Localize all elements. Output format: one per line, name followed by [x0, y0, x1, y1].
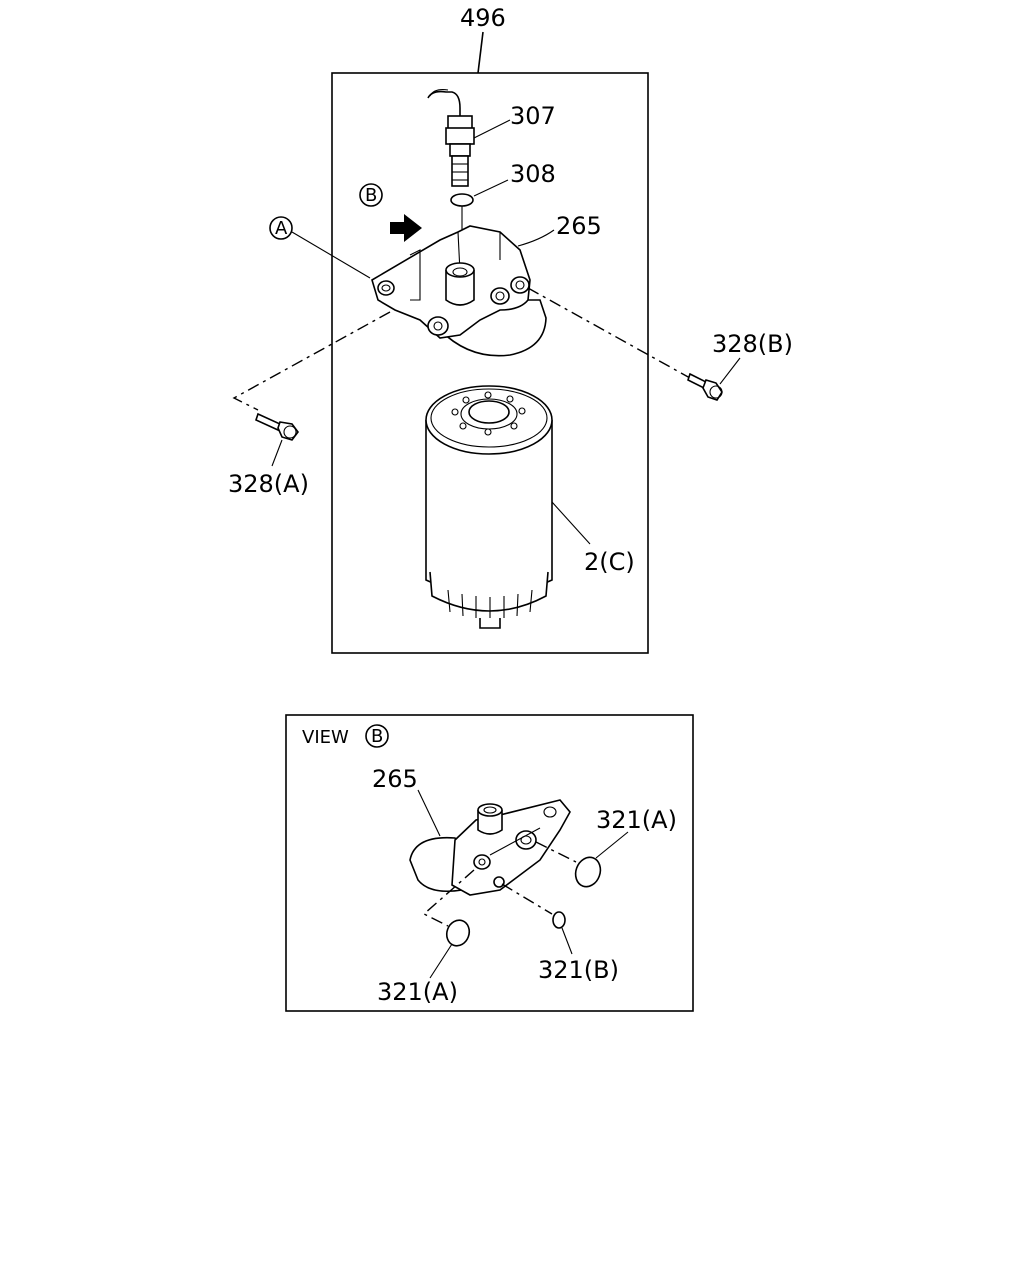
view-b-mark-circle	[365, 724, 389, 748]
view-label-321a-top: 321(A)	[596, 806, 677, 834]
filter-head-265	[371, 225, 547, 357]
view-direction-arrow-icon	[390, 214, 422, 242]
bolt-b-path	[527, 287, 691, 379]
bolt-328b	[687, 372, 723, 401]
assembly-frame	[331, 31, 649, 654]
oring-321a-top	[574, 856, 602, 888]
view-label-265: 265	[372, 765, 418, 793]
filter-element-2c	[425, 385, 553, 629]
label-328a: 328(A)	[228, 470, 309, 498]
leader-view-265	[417, 789, 441, 837]
view-b-marker: B	[359, 183, 422, 242]
leader-321a-top	[595, 831, 629, 859]
oring-321b	[552, 911, 566, 929]
leader-321a-bottom	[429, 943, 453, 979]
leader-328a	[271, 439, 283, 467]
view-label-321a-bottom: 321(A)	[377, 978, 458, 1006]
view-b-mark-letter: B	[371, 726, 383, 747]
view-b-head	[409, 799, 571, 896]
oring-321b-path	[501, 883, 553, 915]
bolt-328a	[255, 412, 299, 441]
mark-a-letter: A	[275, 218, 288, 239]
bolt-a-path	[232, 311, 391, 411]
label-328b: 328(B)	[712, 330, 793, 358]
oring-321a-top-path	[535, 841, 577, 863]
oring-321a-bottom	[445, 919, 471, 947]
leader-321b	[561, 927, 573, 955]
view-b-frame	[285, 714, 694, 1012]
label-2c: 2(C)	[584, 548, 635, 576]
oring-321a-bottom-path	[422, 869, 475, 927]
view-b-title: VIEW	[302, 727, 349, 748]
mark-a: A	[269, 216, 371, 279]
leader-308	[473, 179, 509, 197]
leader-307	[473, 119, 511, 139]
label-265: 265	[556, 212, 602, 240]
leader-265	[517, 229, 555, 247]
label-307: 307	[510, 102, 556, 130]
sensor-307	[427, 89, 475, 187]
leader-2c	[551, 501, 591, 545]
view-label-321b: 321(B)	[538, 956, 619, 984]
label-308: 308	[510, 160, 556, 188]
oring-308	[450, 193, 474, 207]
leader-328b	[719, 357, 741, 385]
assembly-number-label: 496	[460, 4, 506, 32]
mark-b-letter: B	[365, 185, 377, 206]
